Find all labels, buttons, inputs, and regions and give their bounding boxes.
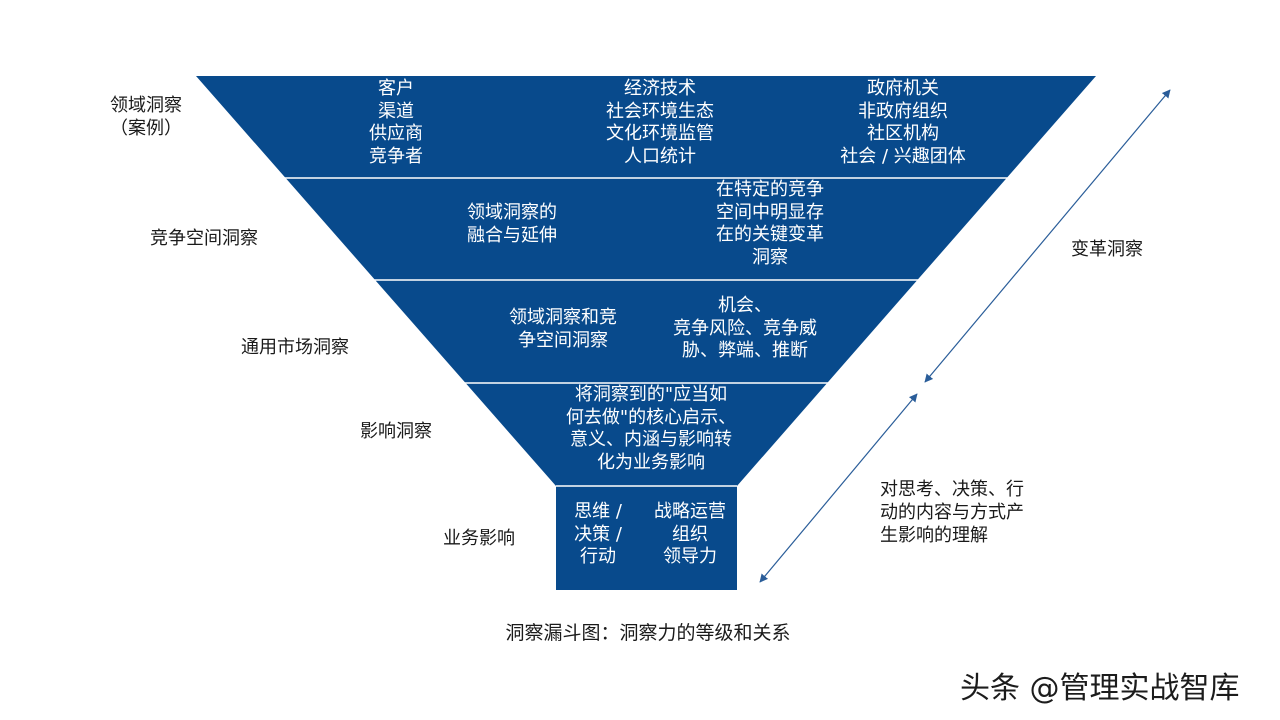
diagram-caption: 洞察漏斗图：洞察力的等级和关系 [505, 622, 791, 644]
level-label-general-market-insight: 通用市场洞察 [241, 337, 349, 358]
impact-insight-text: 将洞察到的"应当如 何去做"的核心启示、 意义、内涵与影响转 化为业务影响 [565, 384, 737, 473]
funnel-body [196, 76, 1096, 590]
impact-arrow [759, 393, 918, 583]
competitive-group-key-change: 在特定的竞争 空间中明显存 在的关键变革 洞察 [716, 179, 824, 268]
level-label-business-impact: 业务影响 [443, 528, 515, 549]
market-group-opportunities: 机会、 竞争风险、竞争威 胁、弊端、推断 [673, 295, 817, 361]
domain-group-customers: 客户 渠道 供应商 竞争者 [369, 78, 423, 167]
source-watermark: 头条 @管理实战智库 [960, 671, 1240, 706]
impact-understanding-label: 对思考、决策、行 动的内容与方式产 生影响的理解 [880, 479, 1024, 546]
domain-group-environment: 经济技术 社会环境生态 文化环境监管 人口统计 [606, 78, 714, 167]
level-label-domain-insight: 领域洞察 （案例） [110, 95, 182, 139]
level-label-competitive-space-insight: 竞争空间洞察 [150, 228, 258, 249]
competitive-group-fusion: 领域洞察的 融合与延伸 [467, 202, 557, 246]
transformation-arrow [924, 89, 1171, 383]
business-group-thinking: 思维 / 决策 / 行动 [574, 501, 622, 567]
level-label-impact-insight: 影响洞察 [360, 421, 432, 442]
business-group-strategy: 战略运营 组织 领导力 [654, 501, 726, 567]
transformation-insight-label: 变革洞察 [1071, 239, 1143, 260]
domain-group-organizations: 政府机关 非政府组织 社区机构 社会 / 兴趣团体 [840, 78, 966, 167]
market-group-combined: 领域洞察和竞 争空间洞察 [509, 307, 617, 351]
